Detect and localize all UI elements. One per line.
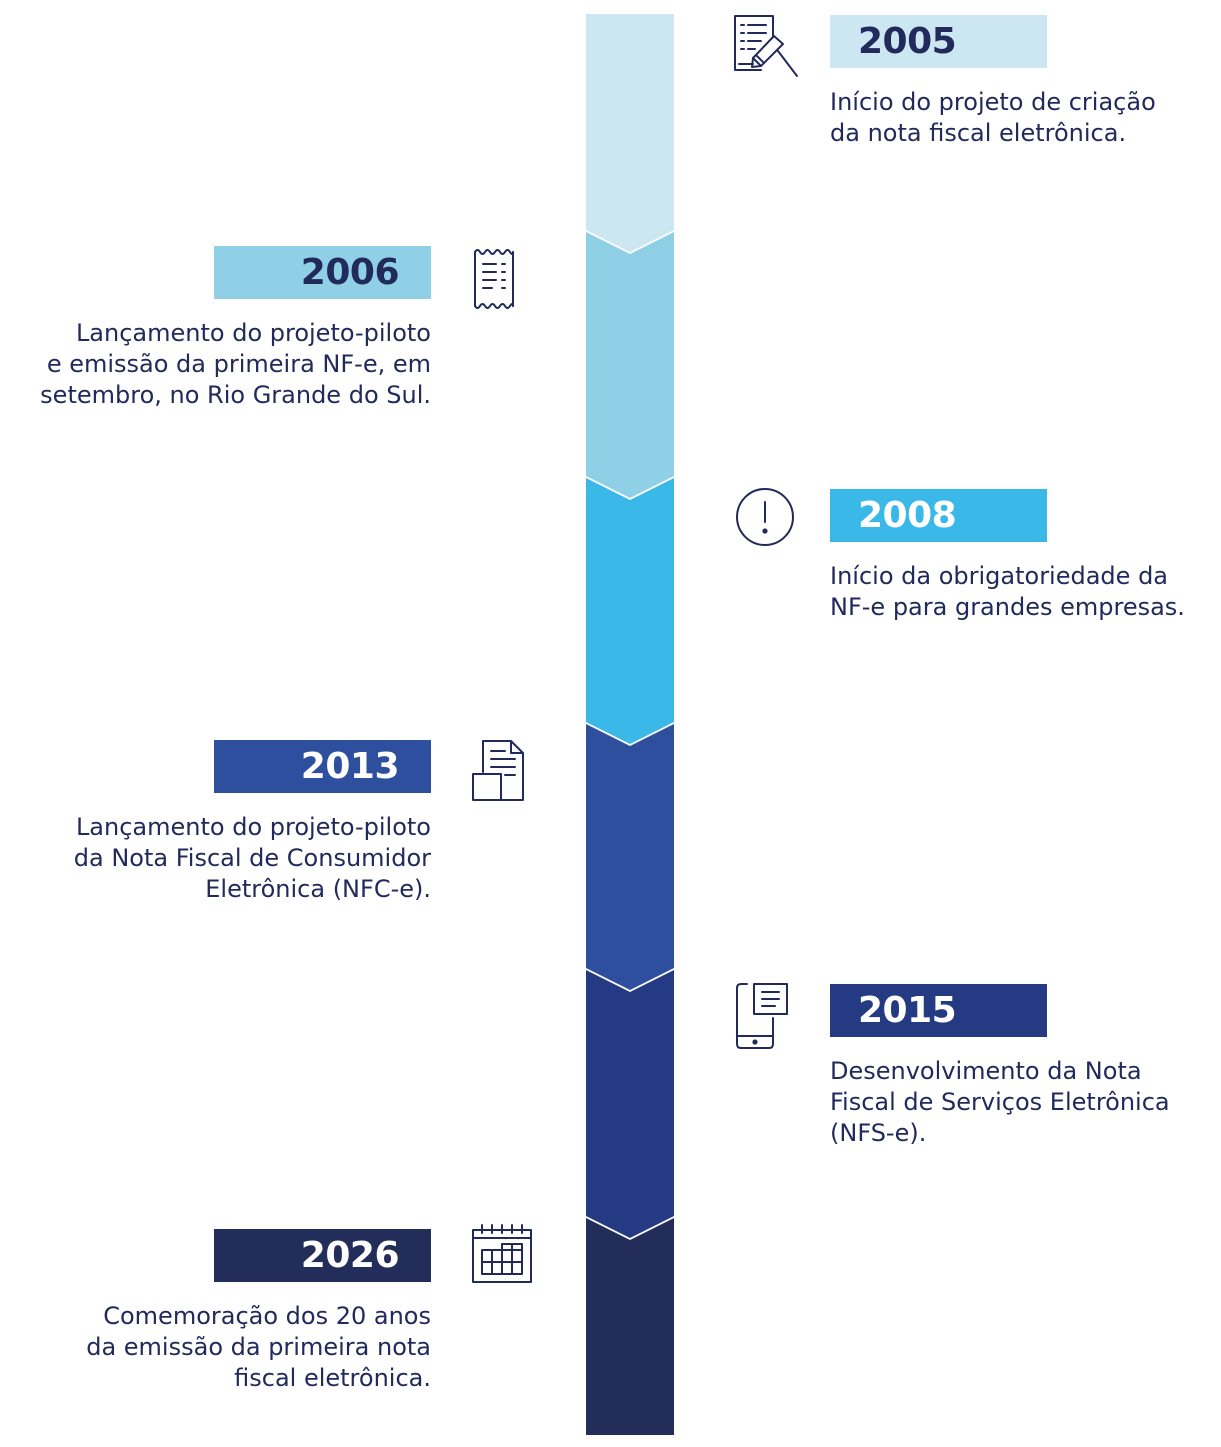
receipt-icon	[471, 246, 517, 312]
event-description-2008: Início da obrigatoriedade da NF-e para g…	[830, 562, 1185, 621]
alert-circle-icon	[735, 487, 795, 547]
spine-segment-2006	[586, 232, 674, 498]
year-badge-2008: 2008	[830, 489, 1047, 542]
year-badge-2013: 2013	[214, 740, 431, 793]
spine-segment-2026	[586, 1218, 674, 1435]
documents-icon	[471, 738, 529, 804]
year-badge-2015: 2015	[830, 984, 1047, 1037]
year-label-2006: 2006	[300, 252, 400, 293]
year-label-2005: 2005	[858, 21, 957, 62]
year-label-2015: 2015	[858, 990, 957, 1031]
spine-segment-2015	[586, 970, 674, 1238]
year-label-2013: 2013	[300, 746, 400, 787]
calendar-icon	[471, 1222, 533, 1286]
mobile-document-icon	[735, 982, 791, 1050]
event-description-2026: Comemoração dos 20 anos da emissão da pr…	[86, 1302, 431, 1392]
event-description-2006: Lançamento do projeto-piloto e emissão d…	[40, 319, 431, 409]
event-description-2005: Início do projeto de criação da nota fis…	[830, 88, 1156, 147]
checklist-pen-icon	[733, 14, 799, 80]
spine-segment-2005	[586, 14, 674, 252]
event-description-2015: Desenvolvimento da Nota Fiscal de Serviç…	[830, 1057, 1170, 1147]
event-description-2013: Lançamento do projeto-piloto da Nota Fis…	[73, 813, 431, 903]
year-badge-2005: 2005	[830, 15, 1047, 68]
year-label-2026: 2026	[300, 1235, 400, 1276]
year-badge-2026: 2026	[214, 1229, 431, 1282]
spine-segment-2008	[586, 478, 674, 744]
spine-segment-2013	[586, 724, 674, 990]
year-label-2008: 2008	[858, 495, 957, 536]
year-badge-2006: 2006	[214, 246, 431, 299]
